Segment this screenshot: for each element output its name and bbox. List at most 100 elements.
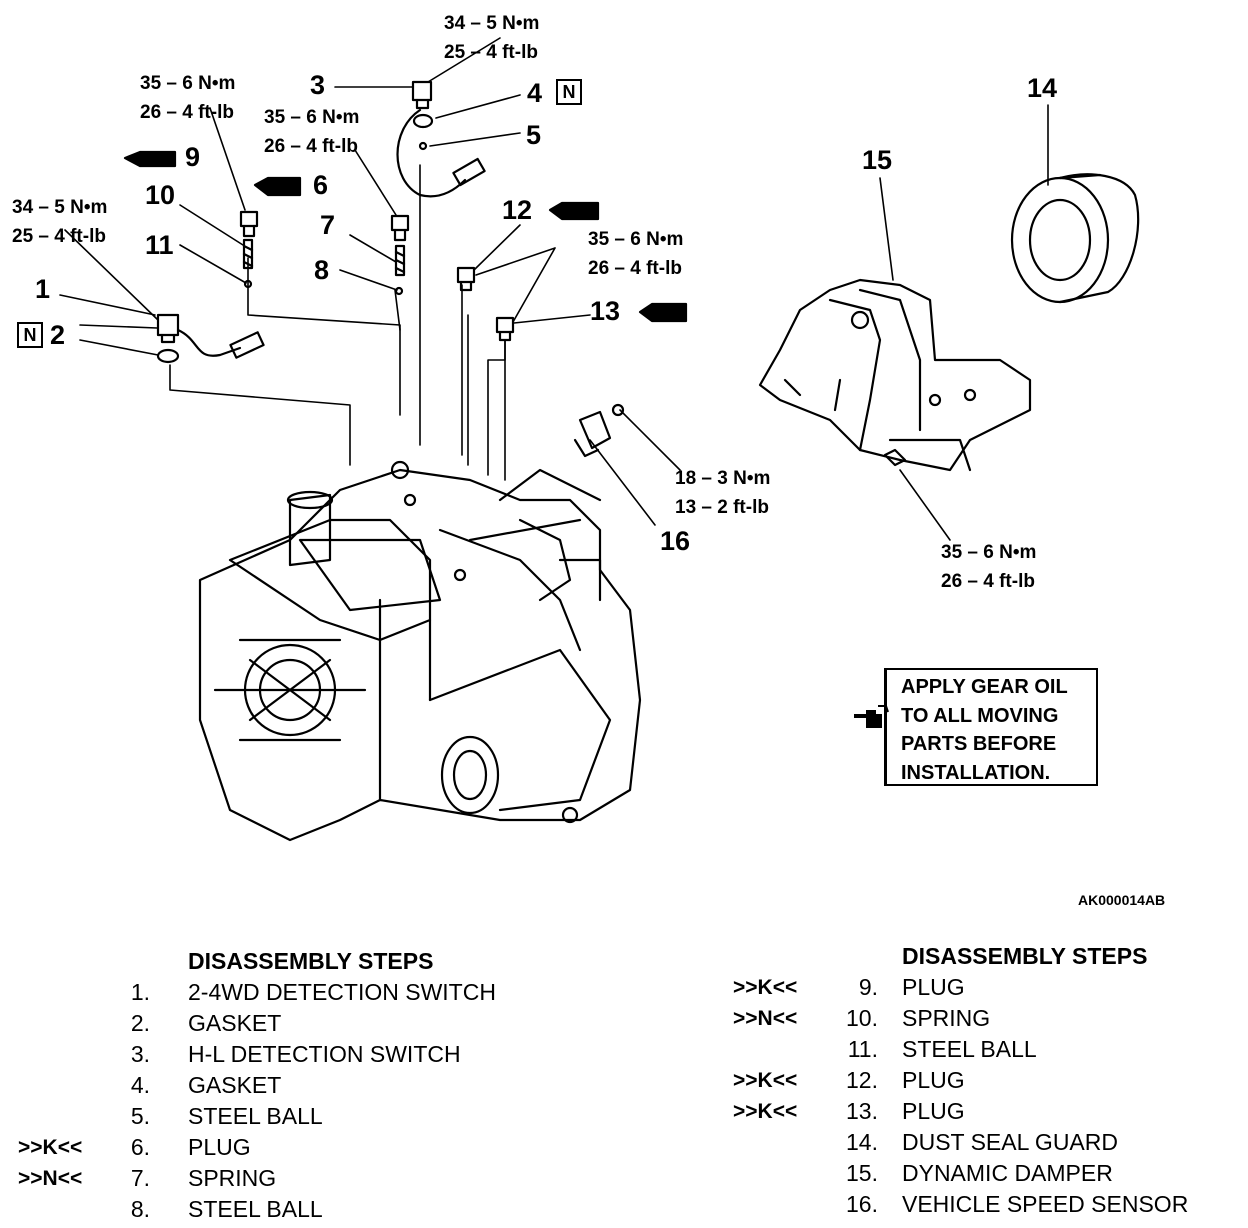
step-text: SPRING bbox=[902, 1005, 991, 1031]
steps-right: DISASSEMBLY STEPS >>K<< 9. PLUG >>N<< 10. SP… bbox=[720, 941, 1248, 1226]
step-mark: >>N<< bbox=[18, 1167, 83, 1190]
step-text: DUST SEAL GUARD bbox=[902, 1129, 1118, 1155]
step-number: 3. bbox=[130, 1041, 150, 1067]
torque-9: 35 – 6 N•m 26 – 4 ft-lb bbox=[140, 69, 235, 127]
step-text: GASKET bbox=[188, 1072, 282, 1098]
callout-1: 1 bbox=[35, 274, 51, 304]
part-13-plug bbox=[495, 316, 515, 342]
callout-10: 10 bbox=[145, 180, 176, 210]
part-14-dust-seal-guard bbox=[1010, 173, 1140, 304]
step-text: DYNAMIC DAMPER bbox=[902, 1160, 1113, 1186]
transfer-case-housing bbox=[198, 460, 642, 842]
step-number: 10. bbox=[846, 1005, 878, 1031]
torque-6: 35 – 6 N•m 26 – 4 ft-lb bbox=[264, 103, 359, 161]
step-text: PLUG bbox=[902, 974, 965, 1000]
part-9-plug bbox=[239, 210, 259, 238]
step-text: GASKET bbox=[188, 1010, 282, 1036]
steps-right-heading: DISASSEMBLY STEPS bbox=[902, 943, 1148, 969]
step-text: PLUG bbox=[188, 1134, 251, 1160]
step-text: STEEL BALL bbox=[902, 1036, 1037, 1062]
torque-top: 34 – 5 N•m 25 – 4 ft-lb bbox=[444, 9, 539, 67]
callout-5: 5 bbox=[526, 120, 542, 150]
torque-16: 18 – 3 N•m 13 – 2 ft-lb bbox=[675, 464, 770, 522]
callout-12: 12 bbox=[502, 195, 533, 225]
torque-15-nm: 35 – 6 N•m bbox=[941, 542, 1037, 563]
step-number: 11. bbox=[847, 1036, 878, 1062]
torque-6-nm: 35 – 6 N•m bbox=[264, 107, 360, 128]
torque-12-13: 35 – 6 N•m 26 – 4 ft-lb bbox=[588, 225, 683, 283]
step-mark: >>N<< bbox=[733, 1007, 798, 1030]
part-3-hl-switch bbox=[396, 80, 486, 198]
note-line-3: PARTS BEFORE bbox=[901, 733, 1057, 755]
torque-12-ft: 26 – 4 ft-lb bbox=[588, 258, 682, 279]
torque-1-ft: 25 – 4 ft-lb bbox=[12, 226, 106, 247]
note-line-4: INSTALLATION. bbox=[901, 761, 1051, 784]
step-number: 15. bbox=[846, 1160, 878, 1186]
callout-8: 8 bbox=[314, 255, 330, 285]
torque-15-ft: 26 – 4 ft-lb bbox=[941, 571, 1035, 592]
callout-9: 9 bbox=[185, 142, 201, 172]
plug-silhouettes bbox=[123, 150, 688, 323]
part-11-steel-ball bbox=[243, 279, 253, 289]
torque-1-nm: 34 – 5 N•m bbox=[12, 197, 108, 218]
figure-code: AK000014AB bbox=[1078, 892, 1166, 908]
step-number: 14. bbox=[846, 1129, 878, 1155]
step-mark: >>K<< bbox=[18, 1136, 83, 1159]
gear-oil-note: APPLY GEAR OIL TO ALL MOVING PARTS BEFOR… bbox=[884, 668, 1098, 786]
torque-15: 35 – 6 N•m 26 – 4 ft-lb bbox=[941, 538, 1036, 596]
part-16-speed-sensor bbox=[573, 403, 625, 458]
step-text: 2-4WD DETECTION SWITCH bbox=[188, 979, 496, 1005]
note-line-1: APPLY GEAR OIL bbox=[901, 676, 1068, 698]
step-number: 13. bbox=[846, 1098, 878, 1124]
part-15-dynamic-damper bbox=[758, 278, 1032, 472]
step-number: 16. bbox=[846, 1191, 878, 1217]
step-text: VEHICLE SPEED SENSOR bbox=[902, 1191, 1189, 1217]
part-2-gasket bbox=[156, 348, 180, 364]
step-mark: >>K<< bbox=[733, 1100, 798, 1123]
callout-15: 15 bbox=[862, 145, 893, 175]
step-number: 8. bbox=[130, 1196, 150, 1222]
torque-top-ft: 25 – 4 ft-lb bbox=[444, 42, 538, 63]
step-number: 12. bbox=[846, 1067, 878, 1093]
torque-9-nm: 35 – 6 N•m bbox=[140, 73, 236, 94]
callout-7: 7 bbox=[320, 210, 336, 240]
torque-16-ft: 13 – 2 ft-lb bbox=[675, 497, 769, 518]
step-number: 6. bbox=[130, 1134, 150, 1160]
step-text: PLUG bbox=[902, 1067, 965, 1093]
torque-16-nm: 18 – 3 N•m bbox=[675, 468, 771, 489]
step-number: 1. bbox=[130, 979, 150, 1005]
step-number: 7. bbox=[130, 1165, 150, 1191]
step-text: SPRING bbox=[188, 1165, 277, 1191]
leader-lines bbox=[169, 164, 506, 481]
part-12-plug bbox=[456, 266, 476, 292]
part-7-spring bbox=[394, 244, 406, 277]
part-1-2-4wd-switch bbox=[156, 313, 265, 359]
n-mark-badge-4: N bbox=[556, 79, 582, 105]
callout-14: 14 bbox=[1027, 73, 1058, 103]
step-number: 2. bbox=[130, 1010, 150, 1036]
torque-top-nm: 34 – 5 N•m bbox=[444, 13, 540, 34]
torque-9-ft: 26 – 4 ft-lb bbox=[140, 102, 234, 123]
steps-left-heading: DISASSEMBLY STEPS bbox=[188, 948, 434, 974]
part-4-gasket bbox=[412, 113, 434, 129]
callout-16: 16 bbox=[660, 526, 691, 556]
callout-leaders bbox=[59, 37, 1049, 541]
step-number: 5. bbox=[130, 1103, 150, 1129]
part-5-steel-ball bbox=[418, 141, 428, 151]
step-text: STEEL BALL bbox=[188, 1103, 323, 1129]
callout-2: 2 bbox=[50, 320, 66, 350]
callout-3: 3 bbox=[310, 70, 326, 100]
step-number: 9. bbox=[858, 974, 878, 1000]
torque-1: 34 – 5 N•m 25 – 4 ft-lb bbox=[12, 193, 107, 251]
steps-left: DISASSEMBLY STEPS 1. 2-4WD DETECTION SWIT… bbox=[0, 946, 620, 1226]
n-mark-badge-2: N bbox=[17, 322, 43, 348]
torque-12-nm: 35 – 6 N•m bbox=[588, 229, 684, 250]
part-10-spring bbox=[242, 238, 254, 270]
step-mark: >>K<< bbox=[733, 976, 798, 999]
step-text: H-L DETECTION SWITCH bbox=[188, 1041, 461, 1067]
torque-6-ft: 26 – 4 ft-lb bbox=[264, 136, 358, 157]
callout-4: 4 bbox=[527, 78, 543, 108]
step-number: 4. bbox=[130, 1072, 150, 1098]
callout-11: 11 bbox=[145, 230, 174, 260]
